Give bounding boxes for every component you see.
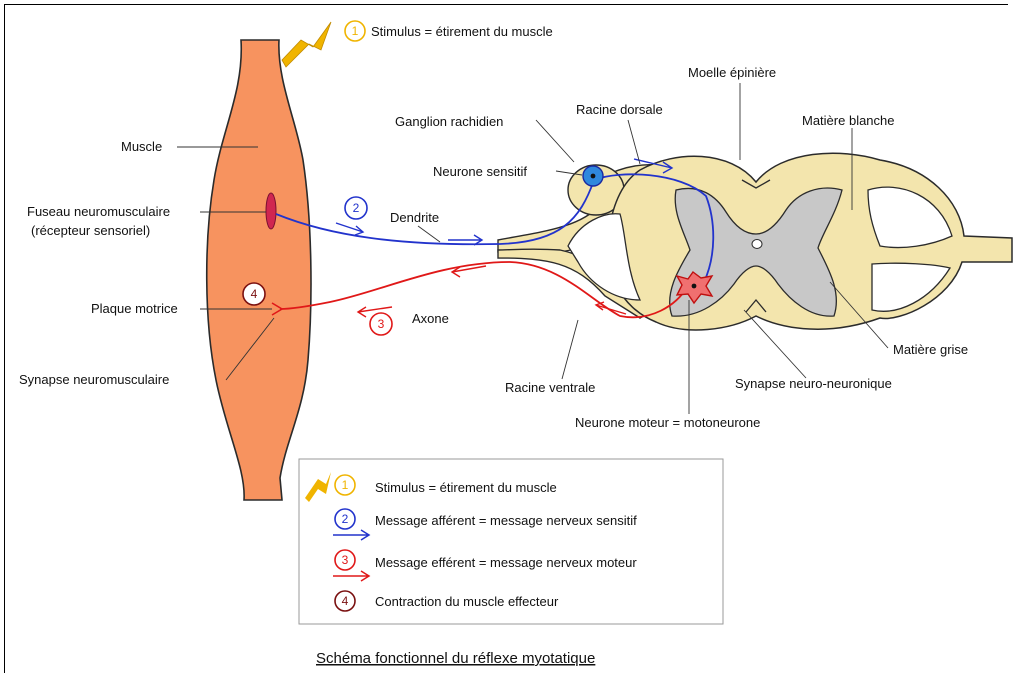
image-frame	[4, 4, 1008, 673]
